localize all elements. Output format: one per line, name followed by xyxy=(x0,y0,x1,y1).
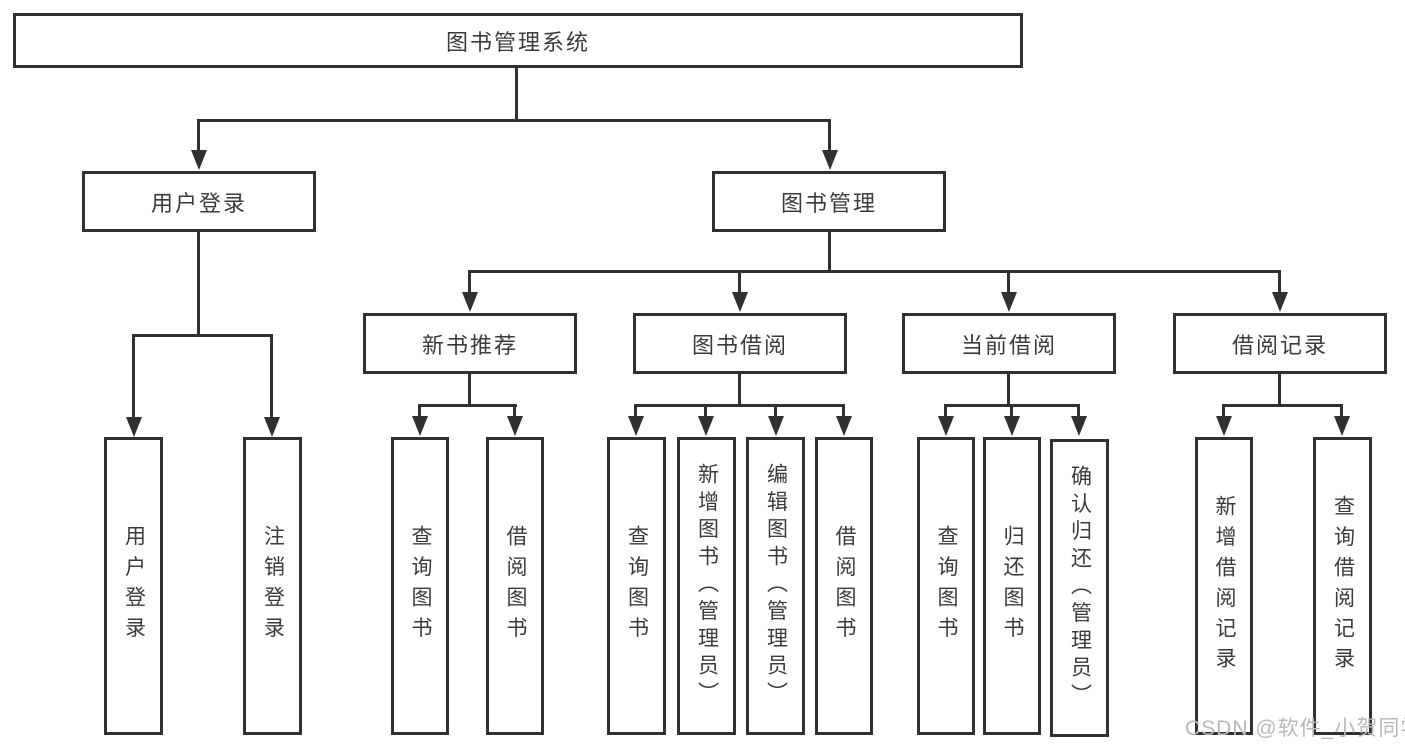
arrow-to-book-borrowing xyxy=(738,270,741,293)
node-confirm-return-admin: 确认归还（管理员） xyxy=(1050,439,1109,737)
node-user-login-leaf-label: 用户登录 xyxy=(122,525,146,647)
node-query-borrow-record-label: 查询借阅记录 xyxy=(1331,494,1355,678)
arrow-to-query-borrow-record xyxy=(1340,404,1343,417)
arrow-to-confirm-return-admin xyxy=(1077,404,1080,417)
node-user-login-leaf: 用户登录 xyxy=(104,437,163,735)
connector-user-login-children xyxy=(132,334,273,337)
arrow-to-edit-book-admin xyxy=(774,404,777,417)
node-add-borrow-record: 新增借阅记录 xyxy=(1195,437,1253,735)
connector-level1 xyxy=(197,119,831,122)
arrow-to-borrow-books-2 xyxy=(842,404,845,417)
node-book-borrowing-label: 图书借阅 xyxy=(691,332,788,358)
node-borrow-books-2-label: 借阅图书 xyxy=(833,525,856,647)
node-return-books: 归还图书 xyxy=(983,437,1041,735)
node-book-management-label: 图书管理 xyxy=(780,190,877,216)
node-edit-book-admin-label: 编辑图书（管理员） xyxy=(764,463,788,709)
node-query-books-3: 查询图书 xyxy=(917,437,975,735)
arrow-to-logout-leaf xyxy=(270,334,273,418)
connector-new-book-recommend-children xyxy=(418,404,517,407)
node-current-borrowing: 当前借阅 xyxy=(902,313,1116,374)
connector-borrow-records-children xyxy=(1222,404,1343,407)
connector-current-borrowing-stub xyxy=(1007,374,1010,405)
node-current-borrowing-label: 当前借阅 xyxy=(960,332,1057,358)
node-add-book-admin-label: 新增图书（管理员） xyxy=(695,463,719,709)
node-add-borrow-record-label: 新增借阅记录 xyxy=(1213,494,1236,678)
node-query-books-2-label: 查询图书 xyxy=(625,525,649,647)
arrow-to-current-borrowing xyxy=(1007,270,1010,293)
node-confirm-return-admin-label: 确认归还（管理员） xyxy=(1068,465,1092,711)
arrow-to-add-book-admin xyxy=(704,404,707,417)
node-book-management: 图书管理 xyxy=(712,171,946,232)
arrow-to-add-borrow-record xyxy=(1222,404,1225,417)
arrow-to-borrow-books-1 xyxy=(513,404,516,417)
node-borrow-records: 借阅记录 xyxy=(1173,313,1387,374)
connector-user-login-stub xyxy=(197,232,200,335)
connector-root-stub xyxy=(515,68,518,121)
node-book-borrowing: 图书借阅 xyxy=(633,313,847,374)
connector-new-book-recommend-stub xyxy=(468,374,471,405)
node-query-borrow-record: 查询借阅记录 xyxy=(1313,437,1372,735)
connector-book-management-stub xyxy=(828,232,831,272)
arrow-to-new-book-recommend xyxy=(468,270,471,293)
node-add-book-admin: 新增图书（管理员） xyxy=(677,437,736,735)
node-query-books-2: 查询图书 xyxy=(607,437,666,735)
arrow-to-user-login-leaf xyxy=(132,334,135,418)
arrow-to-book-management xyxy=(828,119,831,151)
node-query-books-1: 查询图书 xyxy=(391,437,449,735)
node-borrow-books-1: 借阅图书 xyxy=(486,437,544,735)
node-logout-leaf-label: 注销登录 xyxy=(261,525,285,647)
node-edit-book-admin: 编辑图书（管理员） xyxy=(746,437,805,735)
node-library-system-label: 图书管理系统 xyxy=(445,29,590,55)
arrow-to-query-books-2 xyxy=(634,404,637,417)
connector-book-borrowing-stub xyxy=(738,374,741,405)
node-new-book-recommend: 新书推荐 xyxy=(363,313,577,374)
connector-borrow-records-stub xyxy=(1278,374,1281,405)
node-borrow-books-1-label: 借阅图书 xyxy=(504,525,527,647)
node-borrow-records-label: 借阅记录 xyxy=(1231,332,1328,358)
arrow-to-query-books-3 xyxy=(944,404,947,417)
node-new-book-recommend-label: 新书推荐 xyxy=(421,332,518,358)
node-borrow-books-2: 借阅图书 xyxy=(815,437,873,735)
node-library-system: 图书管理系统 xyxy=(13,13,1023,68)
csdn-watermark: CSDN @软件_小贺同学 xyxy=(1185,717,1405,740)
arrow-to-query-books-1 xyxy=(418,404,421,417)
arrow-to-borrow-records xyxy=(1278,270,1281,293)
connector-book-borrowing-children xyxy=(634,404,845,407)
node-query-books-3-label: 查询图书 xyxy=(935,525,958,647)
connector-level3 xyxy=(468,270,1281,273)
arrow-to-return-books xyxy=(1010,404,1013,417)
node-return-books-label: 归还图书 xyxy=(1001,525,1024,647)
arrow-to-user-login xyxy=(197,119,200,151)
node-query-books-1-label: 查询图书 xyxy=(409,525,432,647)
node-logout-leaf: 注销登录 xyxy=(243,437,302,735)
node-user-login: 用户登录 xyxy=(82,171,316,232)
node-user-login-label: 用户登录 xyxy=(150,190,247,216)
